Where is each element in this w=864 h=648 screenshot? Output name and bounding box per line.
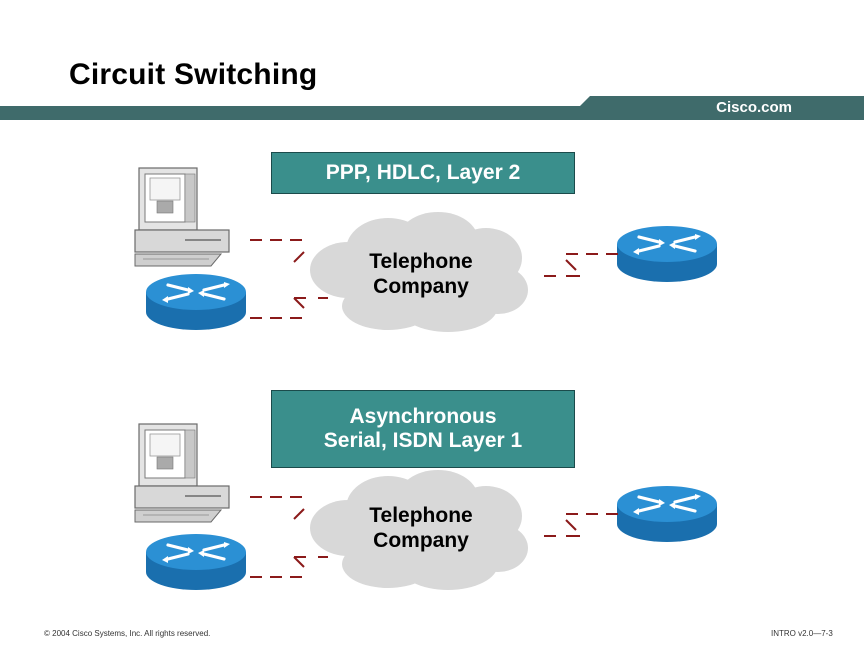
slide-title: Circuit Switching: [69, 58, 318, 91]
layer2-label: PPP, HDLC, Layer 2: [325, 160, 521, 184]
layer1-label-line1: Asynchronous: [349, 404, 497, 428]
header-bar: [0, 96, 864, 120]
section1-cloud-line1: Telephone: [369, 250, 473, 273]
section2-router-right: [615, 484, 719, 544]
section2-router-left: [144, 532, 248, 592]
layer2-label-box: PPP, HDLC, Layer 2: [271, 152, 575, 194]
section2-cloud-line2: Company: [373, 529, 469, 553]
section2-cloud-line1: Telephone: [369, 504, 473, 527]
section2-pc: [134, 423, 230, 523]
section2-cloud-label: Telephone Company: [340, 503, 502, 553]
layer1-label-line2: Serial, ISDN Layer 1: [323, 429, 523, 452]
section1-cloud-line2: Company: [373, 275, 469, 299]
section1-dashed-links: [250, 239, 618, 319]
brand-logo-text: Cisco.com: [716, 99, 792, 116]
footer-copyright: © 2004 Cisco Systems, Inc. All rights re…: [44, 629, 211, 638]
footer-page-number: INTRO v2.0—7-3: [771, 629, 833, 638]
layer1-label-box: Asynchronous Serial, ISDN Layer 1: [271, 390, 575, 468]
section1-cloud-label: Telephone Company: [340, 249, 502, 299]
section1-router-left: [144, 272, 248, 332]
section1-router-right: [615, 224, 719, 284]
section1-pc: [134, 167, 230, 267]
section2-dashed-links: [250, 496, 618, 578]
